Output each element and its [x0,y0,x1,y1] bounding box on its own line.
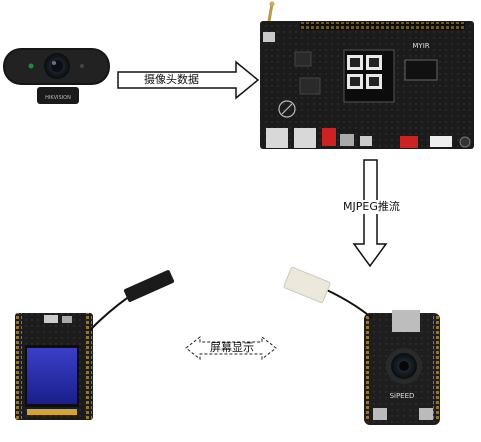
sipeed-board-image: SiPEED [283,267,440,425]
board-brand-text: MYIR [412,42,429,50]
webcam-brand-text: HIKVISION [45,95,71,101]
label-screen-display: 屏幕显示 [210,341,254,354]
label-mjpeg-stream: MJPEG推流 [341,200,402,214]
arrow-screen-display [185,335,277,361]
lcd-board-image [15,270,175,420]
label-camera-data: 摄像头数据 [142,73,201,87]
myir-board-image: MYIR [260,1,474,149]
sipeed-brand-text: SiPEED [390,392,415,400]
webcam-image: HIKVISION [3,48,110,104]
